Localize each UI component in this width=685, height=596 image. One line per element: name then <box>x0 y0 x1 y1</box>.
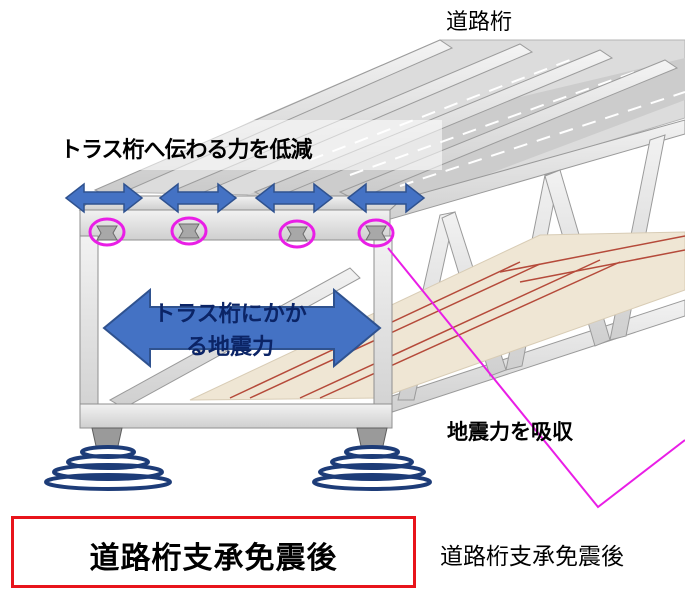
bearing-circle <box>88 217 126 247</box>
title-text: 道路桁支承免震後 <box>89 541 338 576</box>
double-arrow-icon <box>254 182 334 214</box>
rails <box>229 235 685 399</box>
bearing-icon <box>178 223 200 239</box>
double-arrow-icon <box>64 182 144 214</box>
label-band <box>52 120 442 170</box>
portal-frame <box>78 195 407 429</box>
bearings <box>96 223 387 242</box>
bearing-icon <box>365 225 387 241</box>
callout-label: 道路桁支承免震後 <box>440 544 624 570</box>
seismic-spring-icon <box>312 445 432 491</box>
column-bases <box>91 427 388 447</box>
bearing-circle <box>357 218 395 248</box>
bearing-icon <box>286 226 308 242</box>
double-arrow-icon <box>346 182 426 214</box>
seismic-force-arrow <box>102 287 382 369</box>
seismic-absorb-label: 地震力を吸収 <box>447 420 573 444</box>
callout-line <box>387 247 685 509</box>
double-arrow-icon <box>158 182 238 214</box>
title-box: 道路桁支承免震後 <box>11 516 416 588</box>
bearing-highlights <box>88 216 395 249</box>
road-girder-label: 道路桁 <box>446 10 513 35</box>
bearing-circle <box>278 219 316 249</box>
truss-seismic-force-label: トラス桁にかかる地震力 <box>153 302 307 360</box>
bearing-icon <box>96 225 118 241</box>
bearing-circle <box>170 216 208 246</box>
seismic-spring-icon <box>44 445 172 491</box>
force-arrows <box>64 182 426 214</box>
force-reduction-label: トラス桁へ伝わる力を低減 <box>60 138 313 163</box>
